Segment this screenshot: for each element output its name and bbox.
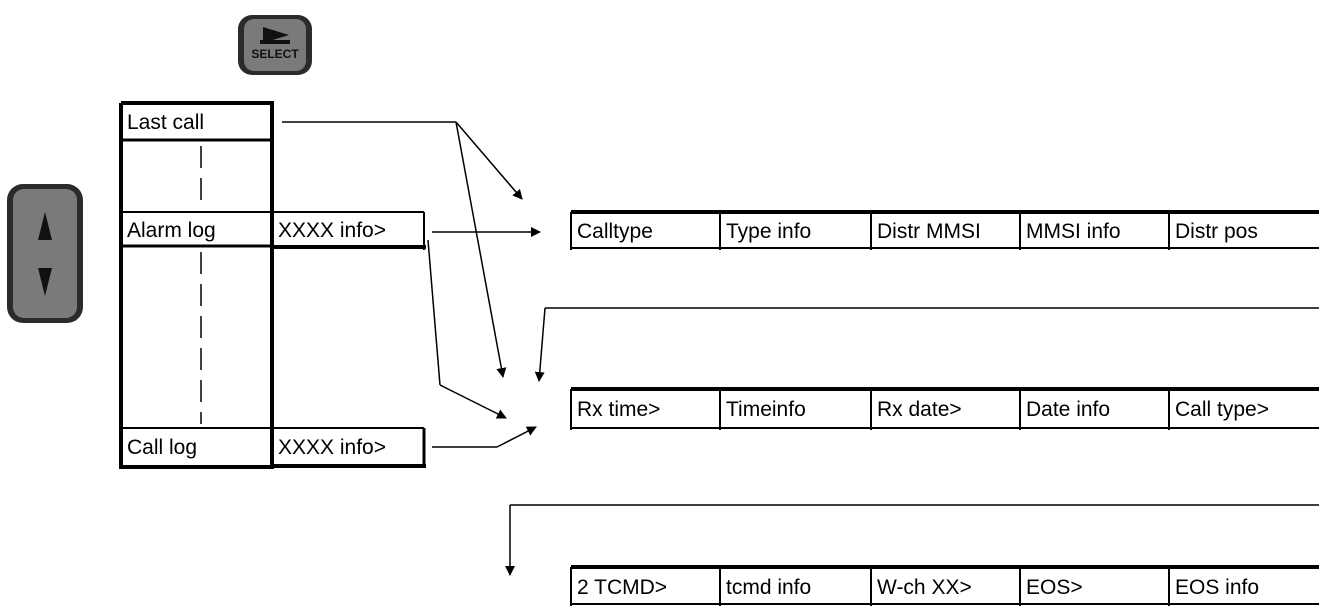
row3: 2 TCMD> tcmd info W-ch XX> EOS> EOS info: [571, 567, 1319, 606]
down-arrow-icon: [38, 268, 52, 296]
row3-table: [570, 565, 1319, 606]
play-triangle-icon: [263, 27, 289, 43]
select-button[interactable]: SELECT: [236, 13, 314, 77]
alarm-info-box: [272, 211, 426, 250]
row2-cell: Date info: [1026, 398, 1111, 421]
row1-cell: Distr MMSI: [877, 220, 981, 243]
row3-cell: tcmd info: [726, 576, 812, 599]
row3-cell: EOS>: [1026, 576, 1083, 599]
menu-item-call-log[interactable]: Call log: [127, 436, 198, 459]
row3-cell: EOS info: [1175, 576, 1260, 599]
menu-item-alarm-log[interactable]: Alarm log: [127, 219, 216, 242]
row1-cell: Type info: [726, 220, 812, 243]
row1-cell: Distr pos: [1175, 220, 1258, 243]
row2-table: [570, 387, 1319, 430]
row1-table: [570, 210, 1319, 250]
row2-cell: Rx date>: [877, 398, 962, 421]
menu-column: [119, 101, 274, 469]
row2-cell: Rx time>: [577, 398, 661, 421]
menu-item-last-call[interactable]: Last call: [127, 111, 205, 134]
connectors: [282, 121, 1319, 576]
up-arrow-icon: [38, 212, 52, 240]
select-button-shape: SELECT: [238, 15, 312, 75]
row2-cell: Call type>: [1175, 398, 1269, 421]
select-button-label: SELECT: [251, 47, 299, 61]
row1-cell: Calltype: [577, 220, 653, 243]
row1: Calltype Type info Distr MMSI MMSI info …: [571, 212, 1319, 250]
row1-cell: MMSI info: [1026, 220, 1121, 243]
row3-cell: 2 TCMD>: [577, 576, 668, 599]
row3-cell: W-ch XX>: [877, 576, 972, 599]
alarm-info-label[interactable]: XXXX info>: [278, 219, 386, 242]
navigation-button[interactable]: [5, 182, 85, 325]
call-info-box: [272, 427, 426, 468]
call-info-label[interactable]: XXXX info>: [278, 436, 386, 459]
row2: Rx time> Timeinfo Rx date> Date info Cal…: [571, 389, 1319, 429]
row2-cell: Timeinfo: [726, 398, 806, 421]
